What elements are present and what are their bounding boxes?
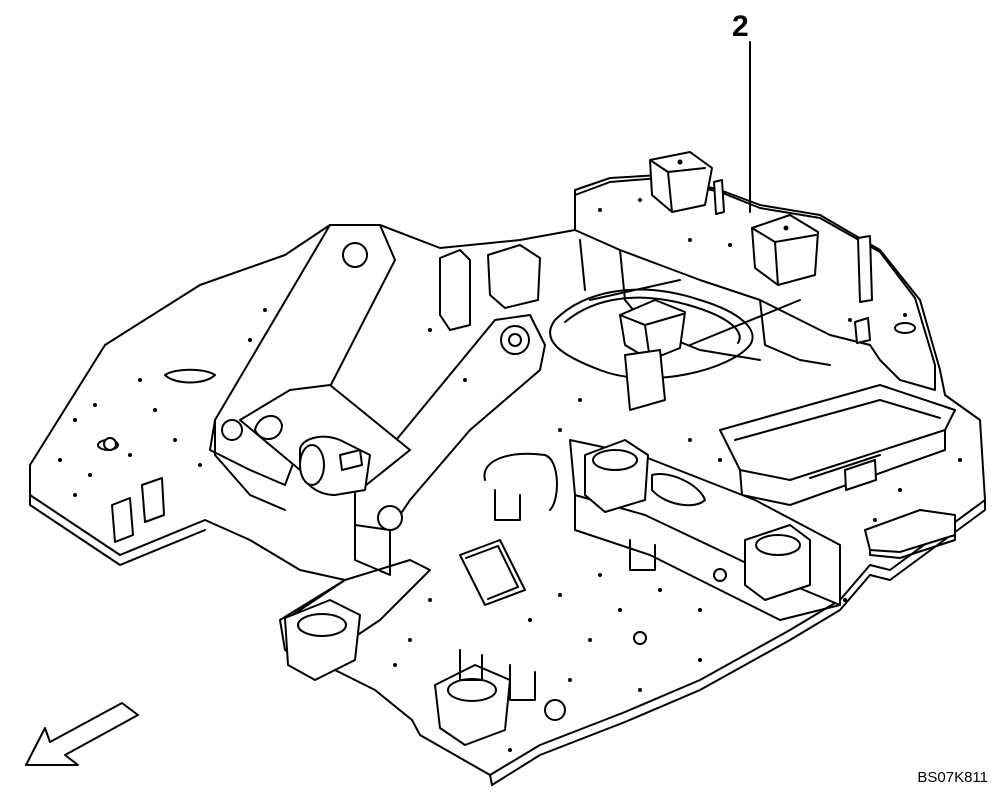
mounting-holes (58, 198, 962, 752)
reference-code: BS07K811 (917, 769, 988, 786)
center-bracket (619, 299, 686, 361)
counterweight-mount-right (751, 214, 819, 286)
boom-mount-plate-right (354, 314, 546, 531)
callout-number: 2 (732, 10, 749, 43)
arrow-down-left-icon (25, 702, 139, 766)
counterweight-mount-left (649, 151, 713, 213)
